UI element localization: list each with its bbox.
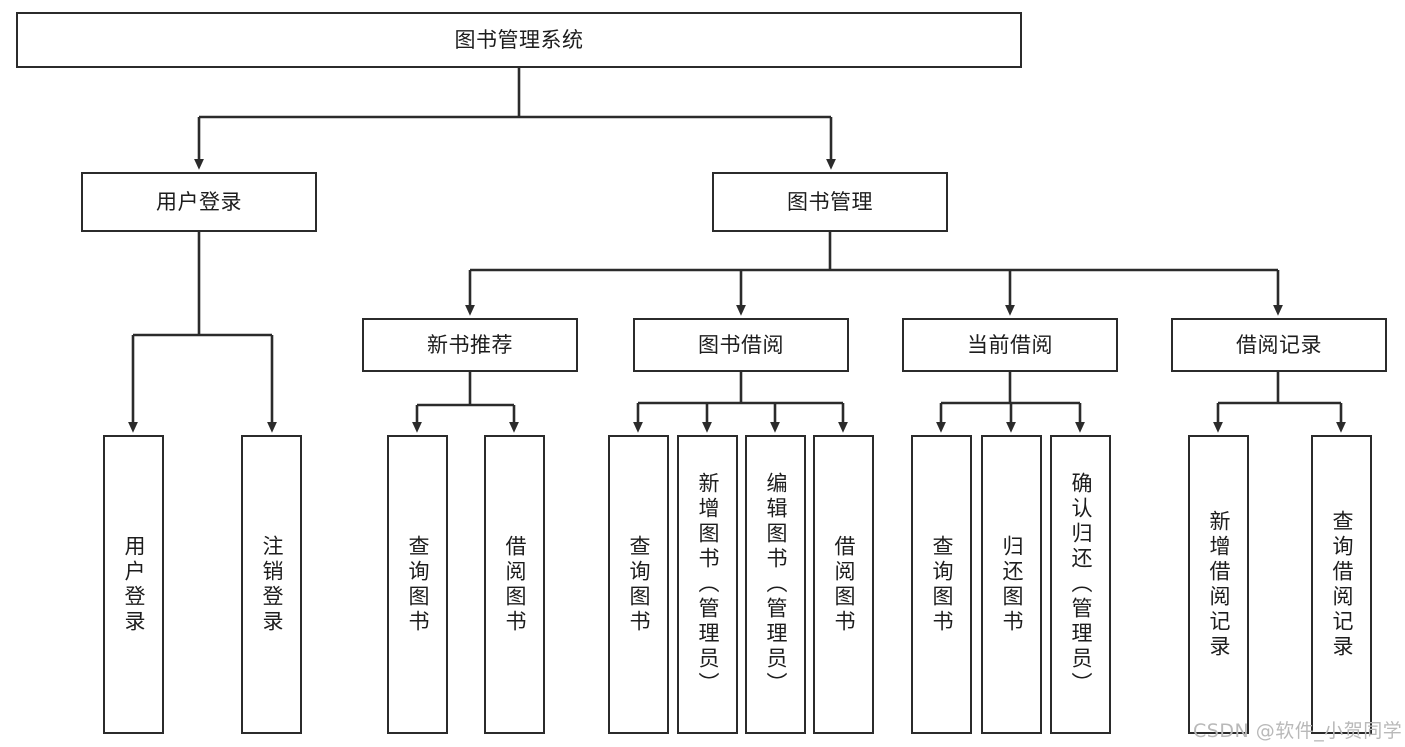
node-current-borrow-label: 当前借阅 [967, 332, 1053, 357]
node-leaf-query-record[interactable]: 查询借阅记录 [1311, 435, 1372, 734]
node-leaf-edit-book-label: 编辑图书（管理员） [764, 472, 788, 697]
node-leaf-add-book[interactable]: 新增图书（管理员） [677, 435, 738, 734]
node-new-book-rec-label: 新书推荐 [427, 332, 513, 357]
node-leaf-add-record[interactable]: 新增借阅记录 [1188, 435, 1249, 734]
node-new-book-rec[interactable]: 新书推荐 [362, 318, 578, 372]
node-leaf-query-record-label: 查询借阅记录 [1330, 509, 1354, 660]
node-book-manage-label: 图书管理 [787, 189, 873, 214]
node-borrow-record[interactable]: 借阅记录 [1171, 318, 1387, 372]
node-leaf-confirm-return[interactable]: 确认归还（管理员） [1050, 435, 1111, 734]
node-book-borrow-label: 图书借阅 [698, 332, 784, 357]
node-leaf-borrow-book-1-label: 借阅图书 [503, 534, 527, 635]
node-leaf-query-book-2[interactable]: 查询图书 [608, 435, 669, 734]
node-root-label: 图书管理系统 [454, 27, 584, 52]
node-root[interactable]: 图书管理系统 [16, 12, 1022, 68]
node-book-manage[interactable]: 图书管理 [712, 172, 948, 232]
node-leaf-add-record-label: 新增借阅记录 [1207, 509, 1231, 660]
node-leaf-user-login-label: 用户登录 [122, 534, 146, 635]
node-user-login-label: 用户登录 [156, 189, 242, 214]
node-leaf-query-book-3[interactable]: 查询图书 [911, 435, 972, 734]
node-leaf-confirm-return-label: 确认归还（管理员） [1069, 472, 1093, 697]
node-leaf-edit-book[interactable]: 编辑图书（管理员） [745, 435, 806, 734]
node-leaf-query-book-1-label: 查询图书 [406, 534, 430, 635]
node-leaf-return-book-label: 归还图书 [1000, 534, 1024, 635]
node-user-login[interactable]: 用户登录 [81, 172, 317, 232]
watermark: CSDN @软件_小贺同学 [1193, 720, 1403, 742]
node-borrow-record-label: 借阅记录 [1236, 332, 1322, 357]
node-leaf-query-book-2-label: 查询图书 [627, 534, 651, 635]
node-leaf-user-login[interactable]: 用户登录 [103, 435, 164, 734]
node-leaf-query-book-1[interactable]: 查询图书 [387, 435, 448, 734]
node-leaf-return-book[interactable]: 归还图书 [981, 435, 1042, 734]
node-leaf-logout[interactable]: 注销登录 [241, 435, 302, 734]
node-leaf-add-book-label: 新增图书（管理员） [696, 472, 720, 697]
node-leaf-borrow-book-2[interactable]: 借阅图书 [813, 435, 874, 734]
node-leaf-logout-label: 注销登录 [260, 534, 284, 635]
node-leaf-borrow-book-1[interactable]: 借阅图书 [484, 435, 545, 734]
node-leaf-borrow-book-2-label: 借阅图书 [832, 534, 856, 635]
node-book-borrow[interactable]: 图书借阅 [633, 318, 849, 372]
node-leaf-query-book-3-label: 查询图书 [930, 534, 954, 635]
node-current-borrow[interactable]: 当前借阅 [902, 318, 1118, 372]
